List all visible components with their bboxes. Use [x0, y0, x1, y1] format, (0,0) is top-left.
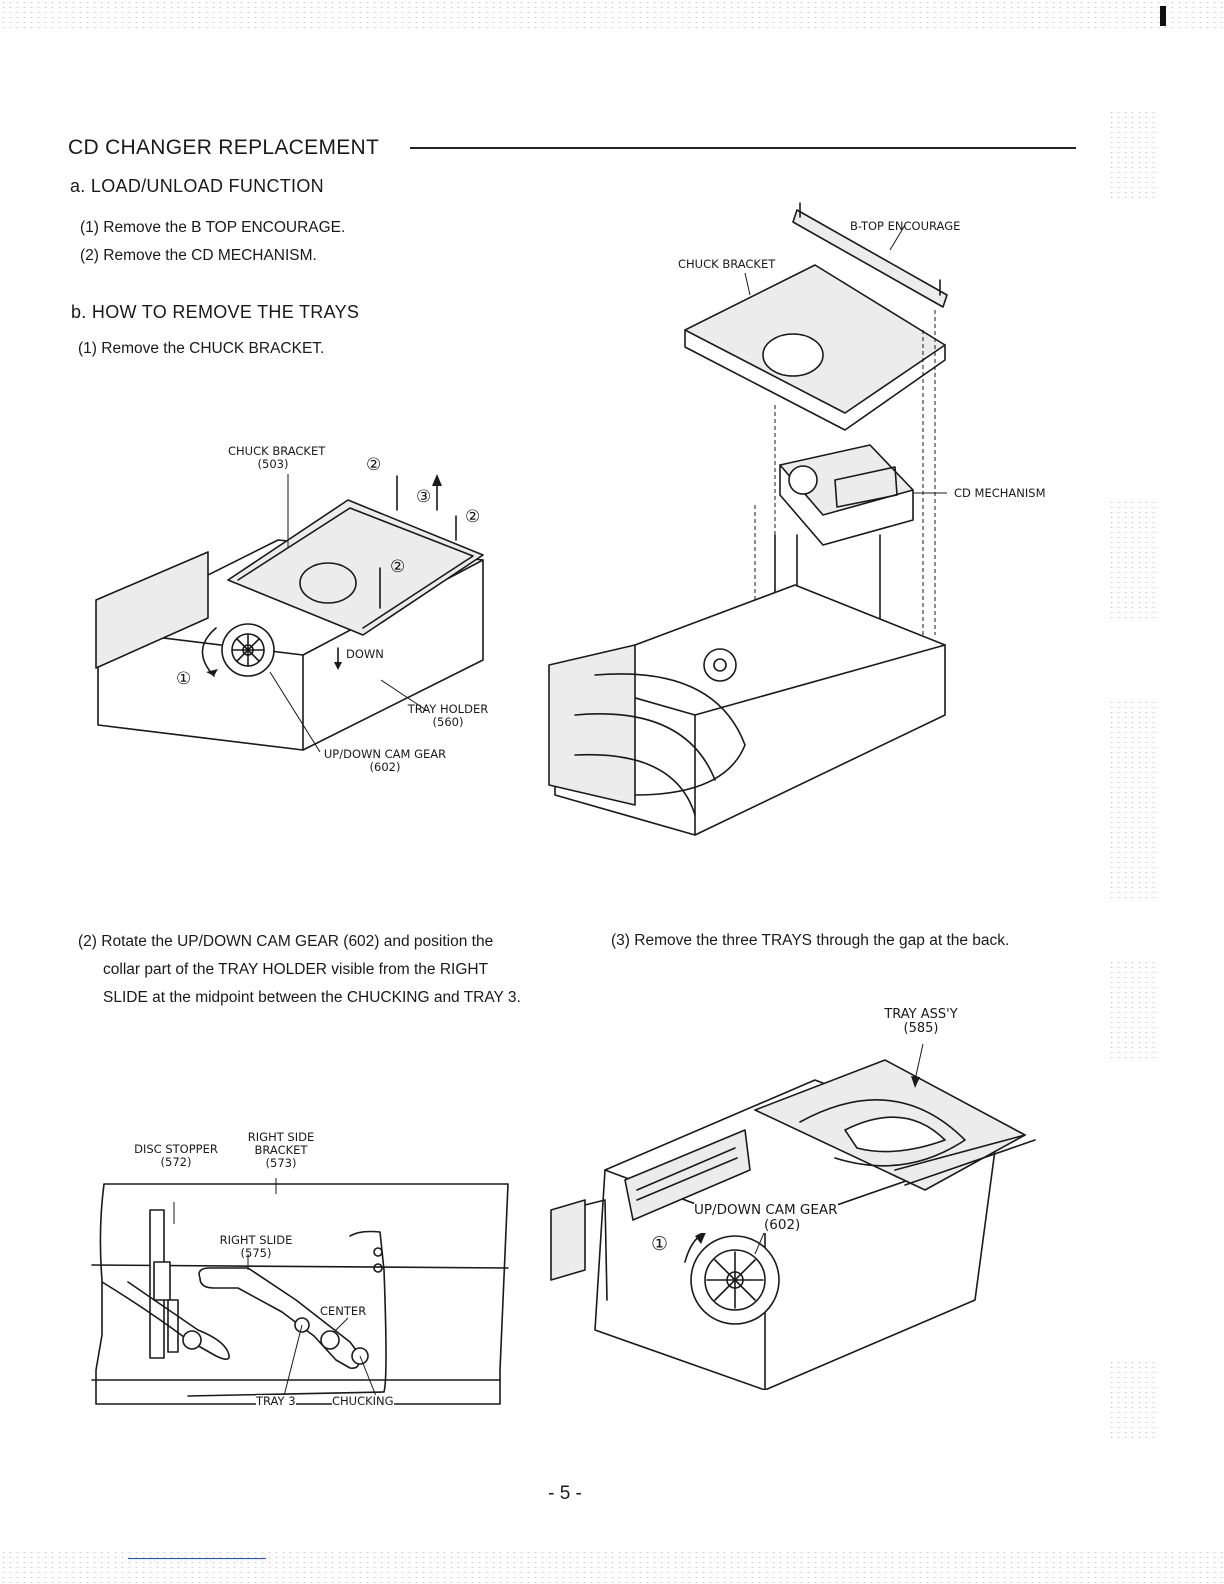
- fig1-bracket-inner: [237, 507, 474, 629]
- fig1-mark-1: ①: [176, 669, 191, 689]
- fig3-rsb-line-2: BRACKET: [254, 1143, 308, 1157]
- part-b-step-2: (2) Rotate the UP/DOWN CAM GEAR (602) an…: [78, 928, 598, 1012]
- fig2-chassis: [554, 584, 946, 836]
- fig1-down-label: DOWN: [346, 647, 384, 661]
- fig3-rsb-line-1: RIGHT SIDE: [247, 1130, 315, 1144]
- scan-noise-right-1: [1108, 110, 1158, 200]
- fig4-cam-gear-num: (602): [764, 1217, 801, 1233]
- part-b-step-1: (1) Remove the CHUCK BRACKET.: [78, 340, 325, 357]
- scan-noise-bottom: [0, 1550, 1224, 1584]
- fig2-disc-clamp: [762, 333, 824, 377]
- page-edge-mark: [1160, 6, 1166, 26]
- fig3-center-label: CENTER: [320, 1304, 367, 1318]
- fig1-cam-gear-num: (602): [369, 760, 401, 774]
- fig1-tray-holder-num: (560): [432, 715, 464, 729]
- fig4-tray-assy-label: TRAY ASS'Y (585): [876, 1008, 966, 1036]
- fig2-front-face: [548, 644, 636, 806]
- page-number: - 5 -: [548, 1483, 582, 1504]
- fig1-chuck-bracket-label: CHUCK BRACKET (503): [228, 444, 326, 471]
- fig3-tray3-label: TRAY 3: [256, 1394, 296, 1408]
- fig1-bracket-plate: [227, 499, 484, 636]
- fig3-disc-stopper-label: DISC STOPPER (572): [126, 1143, 226, 1169]
- figure-exploded-view: [548, 202, 948, 836]
- fig1-mark-3: ③: [416, 487, 431, 507]
- fig3-right-slide-label: RIGHT SLIDE (575): [206, 1234, 306, 1260]
- fig4-mark-1: ①: [651, 1233, 668, 1255]
- fig3-disc-stopper-num: (572): [160, 1155, 192, 1169]
- fig2-chuck-bracket-label: CHUCK BRACKET: [678, 257, 776, 271]
- part-b-step-3: (3) Remove the three TRAYS through the g…: [611, 932, 1010, 949]
- fig4-tray-assy-name: TRAY ASS'Y: [884, 1007, 958, 1022]
- part-b-step-2-line-1: (2) Rotate the UP/DOWN CAM GEAR (602) an…: [78, 933, 494, 950]
- scan-noise-right-4: [1108, 960, 1158, 1060]
- fig3-chucking-label: CHUCKING: [332, 1394, 394, 1408]
- fig2-b-top-bar: [792, 209, 948, 308]
- fig3-pin-tray3-left: [182, 1330, 202, 1350]
- fig1-tray-holder-label: TRAY HOLDER (560): [400, 703, 496, 729]
- part-b-step-2-line-2: collar part of the TRAY HOLDER visible f…: [103, 961, 489, 978]
- scan-noise-top: [0, 0, 1224, 30]
- fig1-mark-2b: ②: [465, 507, 480, 527]
- fig4-cam-gear-name: UP/DOWN CAM GEAR: [694, 1202, 838, 1218]
- figure-right-slide-detail: [91, 1178, 509, 1405]
- fig1-cam-gear-label: UP/DOWN CAM GEAR (602): [310, 748, 460, 774]
- fig3-pin-center: [320, 1330, 340, 1350]
- fig1-mark-2a: ②: [366, 455, 381, 475]
- fig4-tray-assy-num: (585): [903, 1021, 939, 1036]
- fig1-disc-clamp: [299, 562, 357, 604]
- figure-chuck-bracket-removal: ② ③ ② ② ①: [95, 455, 484, 753]
- figure-tray-removal: ①: [550, 1043, 1036, 1390]
- part-a-step-2: (2) Remove the CD MECHANISM.: [80, 247, 317, 264]
- fig4-front-face: [550, 1199, 586, 1281]
- fig1-chuck-bracket-name: CHUCK BRACKET: [228, 444, 326, 458]
- scan-noise-right-3: [1108, 700, 1158, 900]
- part-b-heading: b. HOW TO REMOVE THE TRAYS: [71, 302, 360, 322]
- fig4-cam-gear-label: UP/DOWN CAM GEAR (602): [694, 1203, 838, 1233]
- fig3-right-slide: [198, 1267, 360, 1369]
- fig1-chuck-bracket-num: (503): [257, 457, 289, 471]
- fig2-chuck-bracket-plate: [684, 264, 946, 414]
- scan-noise-right-2: [1108, 500, 1158, 620]
- fig3-right-slide-num: (575): [240, 1246, 272, 1260]
- fig1-front-panel: [95, 551, 209, 669]
- part-a-step-1: (1) Remove the B TOP ENCOURAGE.: [80, 219, 346, 236]
- part-a-heading: a. LOAD/UNLOAD FUNCTION: [70, 176, 324, 196]
- fig2-cd-mechanism-label: CD MECHANISM: [954, 486, 1046, 500]
- fig2-b-top-label: B-TOP ENCOURAGE: [850, 219, 961, 233]
- fig1-tray-holder-name: TRAY HOLDER: [407, 702, 489, 716]
- fig3-disc-stopper-name: DISC STOPPER: [134, 1142, 218, 1156]
- title-rule: [410, 147, 1076, 149]
- part-b-step-2-line-3: SLIDE at the midpoint between the CHUCKI…: [103, 989, 521, 1006]
- footer-underline: [128, 1558, 266, 1559]
- fig1-mark-2c: ②: [390, 557, 405, 577]
- fig3-right-slide-name: RIGHT SLIDE: [219, 1233, 293, 1247]
- fig3-rsb-line-3: (573): [265, 1156, 297, 1170]
- fig3-right-side-bracket-label: RIGHT SIDE BRACKET (573): [236, 1131, 326, 1170]
- section-title: CD CHANGER REPLACEMENT: [68, 136, 380, 159]
- fig1-cam-gear-name: UP/DOWN CAM GEAR: [323, 747, 447, 761]
- scan-noise-right-5: [1108, 1360, 1158, 1440]
